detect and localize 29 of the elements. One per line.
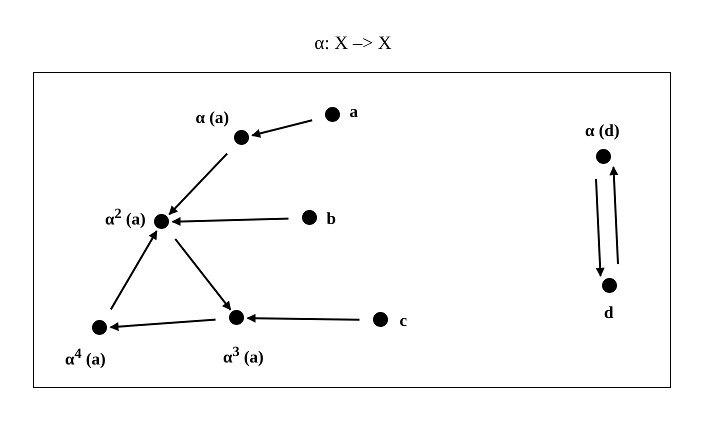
arrow xyxy=(174,238,232,310)
point-dot xyxy=(302,210,317,225)
point-dot xyxy=(234,130,249,145)
point-dot xyxy=(229,310,244,325)
point-label: α (d) xyxy=(585,122,620,140)
point-label: α (a) xyxy=(196,108,230,126)
point-dot xyxy=(602,278,617,293)
arrow xyxy=(246,314,360,323)
arrow xyxy=(110,318,216,332)
point-dot xyxy=(92,320,107,335)
point-dot xyxy=(596,149,611,164)
point-label: c xyxy=(400,312,408,330)
frame-box xyxy=(33,72,671,388)
point-dot xyxy=(325,107,340,122)
point-label: a xyxy=(350,102,358,120)
point-label: α$^{3}$ (a) xyxy=(223,342,264,366)
arrow xyxy=(168,152,228,216)
arrow xyxy=(110,230,158,310)
point-dot xyxy=(154,214,169,229)
point-label: α$^{4}$ (a) xyxy=(65,344,106,368)
point-label: d xyxy=(604,304,614,322)
point-label: α$^{2}$ (a) xyxy=(105,204,146,228)
arrow xyxy=(595,178,605,277)
point-dot xyxy=(373,312,388,327)
arrow xyxy=(172,217,289,226)
arrow xyxy=(609,166,619,264)
arrow xyxy=(251,119,312,138)
diagram-title: α: X –> X xyxy=(313,33,393,55)
point-label: b xyxy=(326,210,336,228)
